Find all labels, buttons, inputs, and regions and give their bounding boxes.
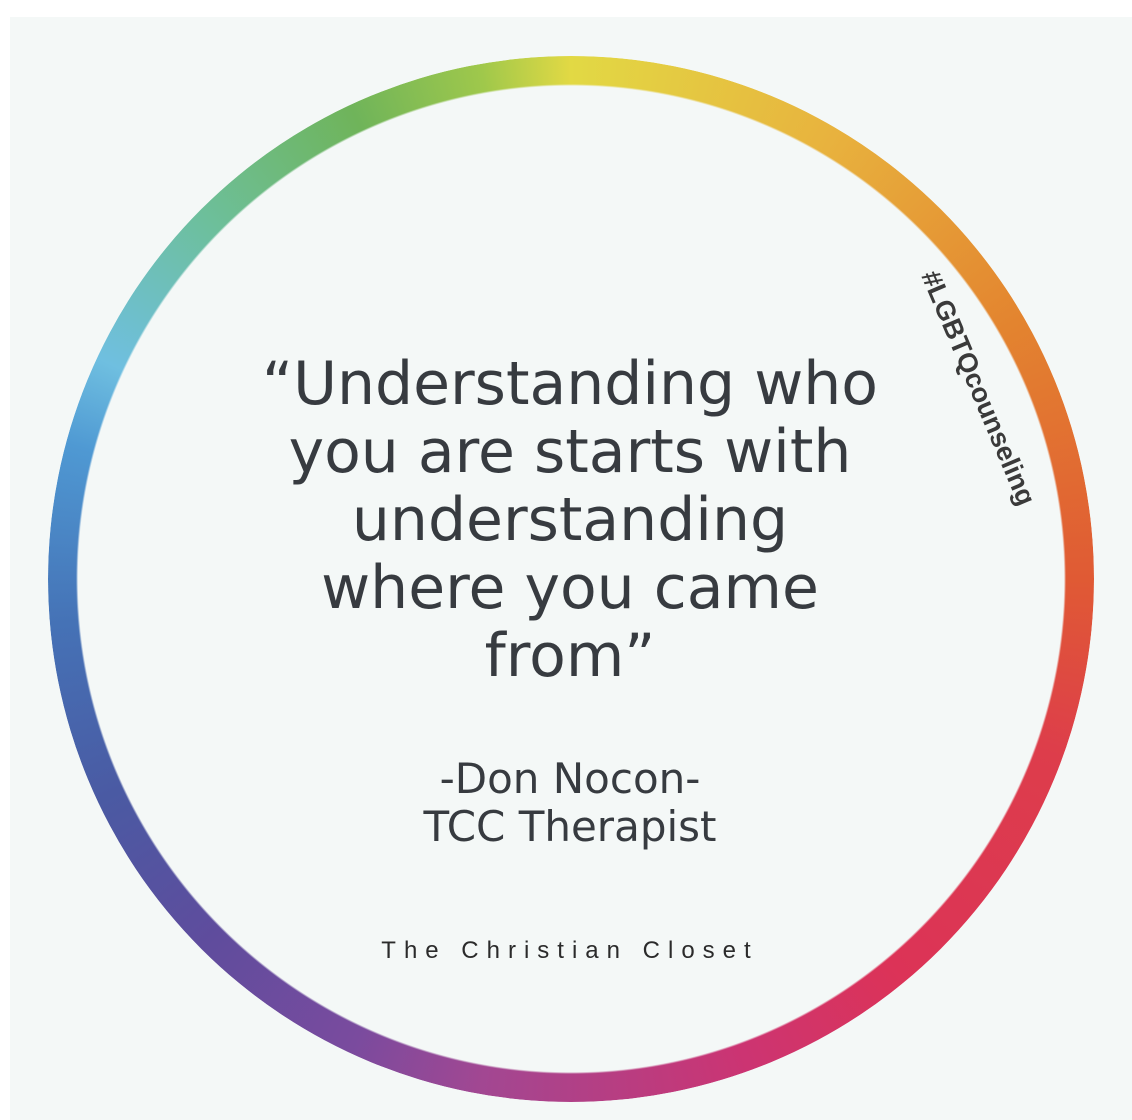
brand-name: The Christian Closet bbox=[381, 937, 759, 964]
quote-line: from” bbox=[484, 621, 656, 691]
author-name: -Don Nocon- bbox=[439, 754, 701, 803]
attribution: -Don Nocon- TCC Therapist bbox=[370, 755, 770, 851]
quote-line: you are starts with bbox=[288, 417, 852, 487]
quote-line: understanding bbox=[351, 485, 789, 555]
quote-line: “Understanding who bbox=[261, 349, 879, 419]
quote-text: “Understanding who you are starts with u… bbox=[230, 350, 910, 690]
rainbow-ring bbox=[48, 56, 1094, 1102]
author-role: TCC Therapist bbox=[423, 802, 717, 851]
quote-line: where you came bbox=[321, 553, 819, 623]
